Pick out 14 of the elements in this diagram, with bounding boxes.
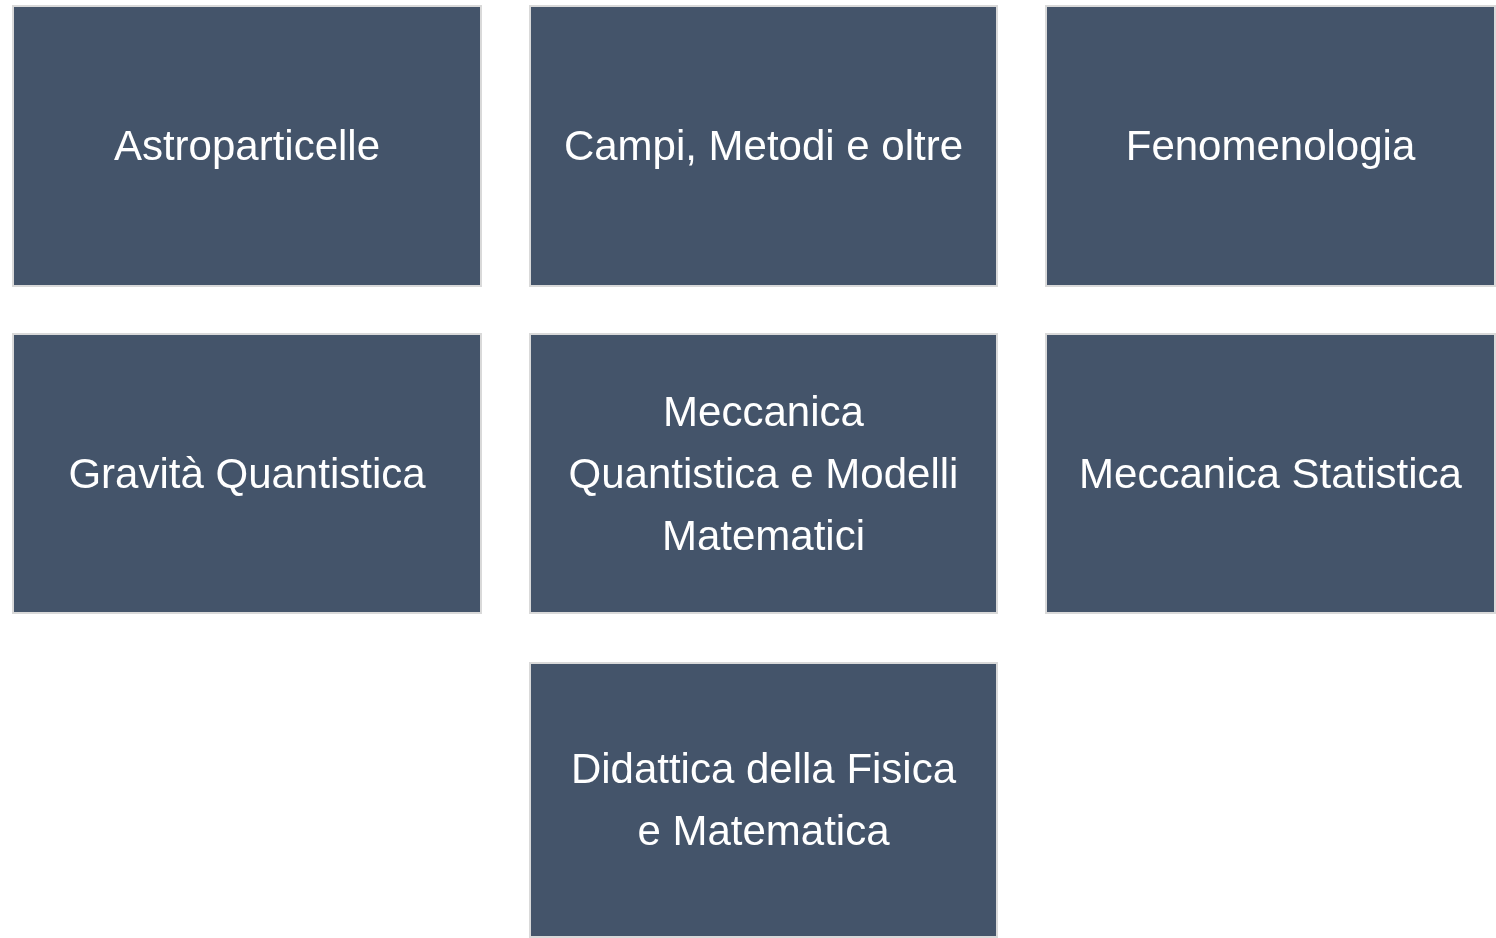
topic-label: Meccanica Statistica <box>1079 448 1462 499</box>
topic-label: Gravità Quantistica <box>68 448 426 499</box>
topic-box <box>529 662 998 938</box>
topic-box <box>529 333 998 614</box>
topic-label: Meccanica Quantistica e Modelli Matematici <box>567 386 960 561</box>
topic-box <box>12 5 482 287</box>
topic-label: Campi, Metodi e oltre <box>563 121 964 171</box>
topic-box <box>529 5 998 287</box>
topic-label: Fenomenologia <box>1125 121 1416 171</box>
topic-box <box>12 333 482 614</box>
topic-box <box>1045 5 1496 287</box>
topic-box <box>1045 333 1496 614</box>
topic-label: Didattica della Fisica e Matematica <box>569 744 958 856</box>
topic-label: Astroparticelle <box>113 121 381 171</box>
